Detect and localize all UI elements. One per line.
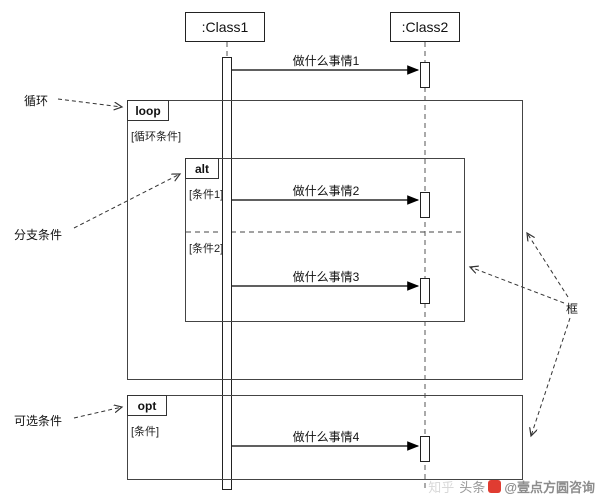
activation-class2-1 [420, 62, 430, 88]
watermark-handle: @壹点方圆咨询 [504, 480, 595, 495]
alt-frame [185, 158, 465, 322]
activation-class2-3 [420, 278, 430, 304]
loop-frame-label: loop [127, 100, 169, 121]
opt-frame-label: opt [127, 395, 167, 416]
frame-note: 框 [566, 302, 579, 316]
class2-name: :Class2 [401, 19, 449, 35]
alt-guard-2: [条件2] [189, 243, 224, 255]
message-label-3: 做什么事情3 [292, 270, 360, 284]
watermark-source: 头条 [459, 480, 486, 495]
alt-guard-1: [条件1] [189, 189, 224, 201]
message-label-1: 做什么事情1 [292, 54, 360, 68]
class1-name: :Class1 [201, 19, 249, 35]
message-label-2: 做什么事情2 [292, 184, 360, 198]
opt-note-arrow [73, 407, 122, 419]
frame-note-arrow-loop [527, 233, 569, 298]
alt-frame-label: alt [185, 158, 219, 179]
loop-frame [127, 100, 523, 380]
loop-note: 循环 [24, 94, 49, 108]
message-label-4: 做什么事情4 [292, 430, 360, 444]
opt-label-text: opt [137, 398, 157, 413]
loop-label-text: loop [135, 103, 161, 118]
frame-note-arrow-alt [470, 267, 565, 304]
frame-note-arrow-opt [531, 317, 571, 436]
class2-head: :Class2 [390, 12, 460, 42]
opt-guard: [条件] [131, 426, 160, 438]
watermark-ghost: 知乎 [428, 480, 455, 495]
watermark-logo-icon [488, 480, 502, 493]
alt-label-text: alt [194, 161, 209, 176]
watermark: 知乎 头条 @壹点方圆咨询 [428, 477, 595, 496]
activation-class2-2 [420, 192, 430, 218]
opt-frame [127, 395, 523, 480]
class1-head: :Class1 [185, 12, 265, 42]
loop-note-arrow [57, 98, 122, 107]
alt-note: 分支条件 [14, 228, 63, 242]
activation-class2-4 [420, 436, 430, 462]
opt-note: 可选条件 [14, 414, 63, 428]
loop-guard: [循环条件] [131, 131, 182, 143]
activation-class1 [222, 57, 232, 490]
